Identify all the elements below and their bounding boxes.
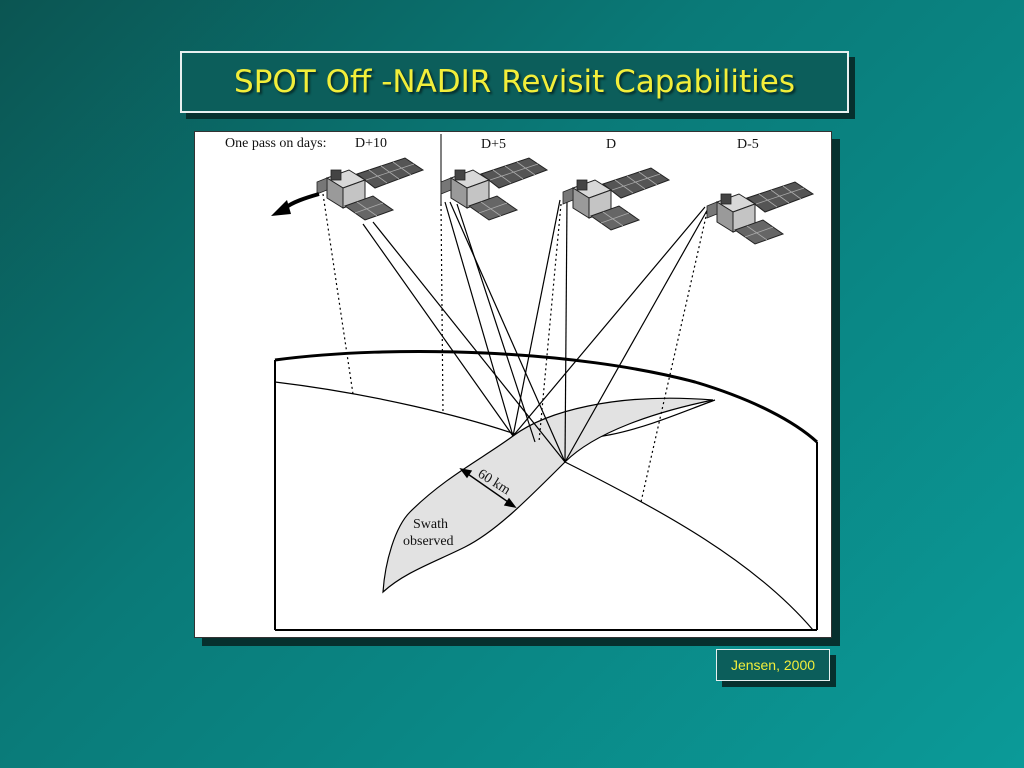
satellite-icon <box>440 157 548 221</box>
credit-text: Jensen, 2000 <box>730 657 816 673</box>
swath-observed <box>382 397 714 594</box>
credit-box: Jensen, 2000 <box>716 649 830 681</box>
direction-arrow-icon <box>271 192 320 216</box>
satellite-icon <box>562 167 670 231</box>
day-label-d-plus-5: D+5 <box>481 137 506 152</box>
swath-label-line1: Swath <box>413 517 448 532</box>
distance-arrow <box>459 467 517 509</box>
slide-title: SPOT Off -NADIR Revisit Capabilities <box>234 64 795 100</box>
nadir-lines <box>322 193 708 503</box>
day-label-d-minus-5: D-5 <box>737 137 759 152</box>
swath-label-line2: observed <box>403 534 454 549</box>
view-rays <box>362 199 710 463</box>
day-label-d: D <box>606 137 616 152</box>
pass-label: One pass on days: <box>225 136 327 151</box>
revisit-diagram: One pass on days: D+10 D+5 D D-5 60 km S… <box>194 131 832 638</box>
earth-surface <box>274 349 819 631</box>
satellite-icon <box>316 157 424 221</box>
diagram-svg: One pass on days: D+10 D+5 D D-5 60 km S… <box>225 134 819 631</box>
satellite-icon <box>706 181 814 245</box>
title-box: SPOT Off -NADIR Revisit Capabilities <box>180 51 849 113</box>
day-label-d-plus-10: D+10 <box>355 136 387 151</box>
